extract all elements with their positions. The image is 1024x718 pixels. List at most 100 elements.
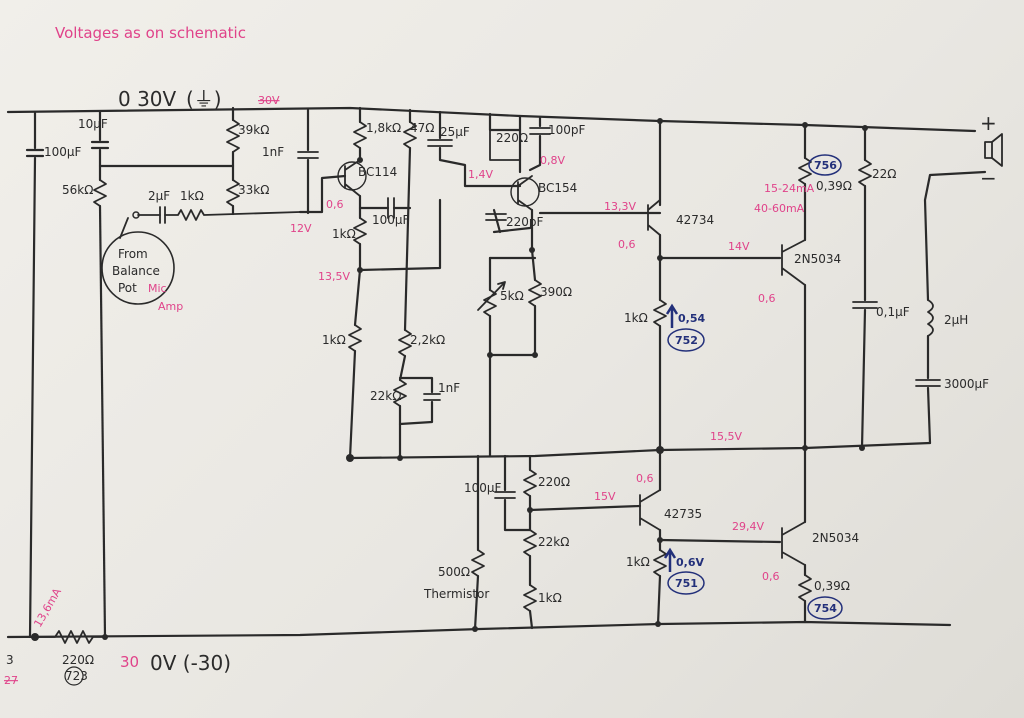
v-1-4: 1,4V — [468, 168, 493, 181]
bottom-rail-label: 0V (-30) — [150, 651, 231, 675]
input-note-line3: Pot — [118, 281, 137, 295]
v-0-6-e: 0,6 — [326, 198, 344, 211]
label-c-1nf-b: 1nF — [438, 381, 460, 395]
v-0-6-a: 0,6 — [618, 238, 636, 251]
label-c-100uf-low: 100µF — [464, 481, 502, 495]
tag-752-group: 752 — [667, 328, 705, 352]
output-network — [852, 125, 1003, 451]
tag-751-group: 751 — [667, 571, 705, 595]
label-c-1nf-a: 1nF — [262, 145, 284, 159]
label-q4: 2N5034 — [794, 252, 841, 266]
label-thermistor: Thermistor — [423, 587, 489, 601]
v-15-5: 15,5V — [710, 430, 742, 443]
middle-rail — [348, 441, 932, 460]
tag-754: 754 — [814, 602, 837, 615]
top-rail-struck-label: 30V — [258, 94, 280, 107]
i-40-60: 40-60mA — [754, 202, 805, 215]
tag-723-group: 723 — [64, 666, 88, 686]
label-c-25uf: 25µF — [440, 125, 470, 139]
tag-723: 723 — [65, 669, 88, 683]
v-13-3: 13,3V — [604, 200, 636, 213]
label-r-1k-b: 1kΩ — [322, 333, 346, 347]
v-15: 15V — [594, 490, 616, 503]
input-note-line1: From — [118, 247, 148, 261]
input-note-line2: Balance — [112, 264, 160, 278]
label-r-22: 22Ω — [872, 167, 896, 181]
top-rail — [6, 106, 977, 133]
label-r-220-bottom: 220Ω — [62, 653, 94, 667]
label-r-390: 390Ω — [540, 285, 572, 299]
v-0-6-blue: 0,6V — [676, 556, 704, 569]
transistor-q2-stage — [477, 112, 662, 458]
label-r-220-top: 220Ω — [496, 131, 528, 145]
v-14: 14V — [728, 240, 750, 253]
schematic-title: Voltages as on schematic — [55, 24, 246, 42]
label-r-0-39-top: 0,39Ω — [816, 179, 852, 193]
label-r-2-2k: 2,2kΩ — [410, 333, 445, 347]
label-q3: 42734 — [676, 213, 714, 227]
label-r-22k: 22kΩ — [370, 389, 401, 403]
label-r-0-39-low: 0,39Ω — [814, 579, 850, 593]
top-rail-ground-label: (⏚) — [186, 87, 222, 111]
label-pot-500: 500Ω — [438, 565, 470, 579]
label-c-100pf: 100pF — [548, 123, 586, 137]
lower-driver-section — [471, 446, 812, 632]
label-c-100uf-left: 100µF — [44, 145, 82, 159]
tag-754-group: 754 — [807, 596, 843, 620]
v-0-6-c: 0,6 — [636, 472, 654, 485]
v-13-5: 13,5V — [318, 270, 350, 283]
left-number-27: 27 — [4, 674, 18, 687]
label-c-0-1uf: 0,1µF — [876, 305, 910, 319]
left-number-3: 3 — [6, 653, 14, 667]
tag-756-group: 756 — [808, 154, 842, 176]
label-q1: BC114 — [358, 165, 397, 179]
transistor-q3-stage — [647, 118, 782, 454]
bottom-rail-prefix: 30 — [120, 653, 139, 671]
label-r-1k-q5: 1kΩ — [626, 555, 650, 569]
label-r-1-8k: 1,8kΩ — [366, 121, 401, 135]
left-supply-section — [25, 110, 235, 644]
label-r-33k: 33kΩ — [238, 183, 269, 197]
bias-divider — [226, 106, 347, 216]
label-pot-5k: 5kΩ — [500, 289, 524, 303]
speaker-minus-label: − — [980, 166, 997, 190]
transistor-q4-stage — [781, 122, 812, 451]
v-0-8: 0,8V — [540, 154, 565, 167]
i-13-6: 13,6mA — [31, 586, 64, 630]
label-r-22k-low: 22kΩ — [538, 535, 569, 549]
label-r-1k-in: 1kΩ — [180, 189, 204, 203]
label-c-220pf: 220pF — [506, 215, 544, 229]
v-12: 12V — [290, 222, 312, 235]
input-section — [101, 206, 301, 305]
bottom-rail — [6, 620, 952, 639]
v-29-4: 29,4V — [732, 520, 764, 533]
label-r-1k-low: 1kΩ — [538, 591, 562, 605]
v-0-6-d: 0,6 — [762, 570, 780, 583]
label-r-1k-a: 1kΩ — [332, 227, 356, 241]
component-labels: 100µF 10µF 56kΩ 2µF 1kΩ 39kΩ 33kΩ 1nF 1,… — [44, 117, 989, 667]
label-l-2u: 2µH — [944, 313, 968, 327]
label-c-3000uf: 3000µF — [944, 377, 989, 391]
input-note-pink1: Mic — [148, 282, 167, 295]
input-note-pink2: Amp — [158, 300, 183, 313]
label-q5: 42735 — [664, 507, 702, 521]
label-c-100uf-mid: 100µF — [372, 213, 410, 227]
i-15-24: 15-24mA — [764, 182, 815, 195]
tag-756: 756 — [814, 159, 837, 172]
label-q6: 2N5034 — [812, 531, 859, 545]
tag-752: 752 — [675, 334, 698, 347]
label-r-1k-q3: 1kΩ — [624, 311, 648, 325]
label-r-39k: 39kΩ — [238, 123, 269, 137]
label-c-10uf: 10µF — [78, 117, 108, 131]
label-q2: BC154 — [538, 181, 577, 195]
speaker-plus-label: + — [980, 111, 997, 135]
v-0-54: 0,54 — [678, 312, 705, 325]
top-rail-label: 0 30V — [118, 87, 177, 111]
transistor-q1-stage — [337, 106, 522, 462]
label-r-47: 47Ω — [410, 121, 434, 135]
label-r-56k: 56kΩ — [62, 183, 93, 197]
v-0-6-b: 0,6 — [758, 292, 776, 305]
label-c-2uf: 2µF — [148, 189, 170, 203]
